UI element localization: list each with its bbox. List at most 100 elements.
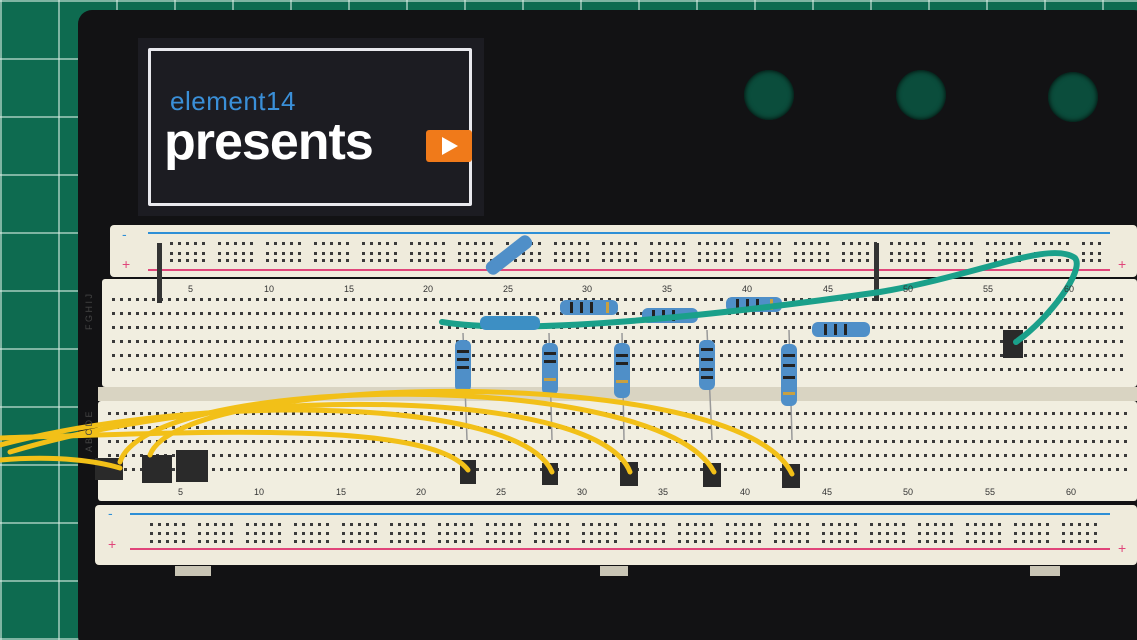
board-hole xyxy=(392,368,395,371)
board-hole xyxy=(140,426,143,429)
board-hole xyxy=(236,468,239,471)
board-hole xyxy=(556,412,559,415)
board-hole xyxy=(836,454,839,457)
board-hole xyxy=(730,252,733,255)
board-hole xyxy=(384,326,387,329)
board-hole xyxy=(166,532,169,535)
board-hole xyxy=(1060,426,1063,429)
board-hole xyxy=(476,412,479,415)
board-hole xyxy=(964,440,967,443)
board-hole xyxy=(684,454,687,457)
board-hole xyxy=(1068,468,1071,471)
board-hole xyxy=(372,426,375,429)
board-hole xyxy=(820,468,823,471)
board-hole xyxy=(948,426,951,429)
board-hole xyxy=(1060,412,1063,415)
board-hole xyxy=(248,354,251,357)
board-hole xyxy=(236,426,239,429)
board-hole xyxy=(386,242,389,245)
board-hole xyxy=(222,523,225,526)
board-hole xyxy=(224,368,227,371)
board-hole xyxy=(178,242,181,245)
board-hole xyxy=(206,540,209,543)
board-hole xyxy=(160,340,163,343)
board-hole xyxy=(726,532,729,535)
board-hole xyxy=(846,523,849,526)
mounting-hole xyxy=(744,70,794,120)
board-hole xyxy=(952,326,955,329)
board-hole xyxy=(840,368,843,371)
board-hole xyxy=(956,440,959,443)
board-hole xyxy=(626,252,629,255)
board-hole xyxy=(774,532,777,535)
board-hole xyxy=(876,412,879,415)
board-hole xyxy=(136,340,139,343)
board-hole xyxy=(410,259,413,262)
board-hole xyxy=(250,242,253,245)
header-pin xyxy=(703,463,721,487)
board-hole xyxy=(650,242,653,245)
board-hole xyxy=(590,523,593,526)
board-hole xyxy=(1078,523,1081,526)
board-hole xyxy=(760,312,763,315)
board-hole xyxy=(284,440,287,443)
board-hole xyxy=(330,259,333,262)
board-hole xyxy=(414,523,417,526)
board-hole xyxy=(694,523,697,526)
board-hole xyxy=(284,454,287,457)
board-hole xyxy=(520,340,523,343)
board-hole xyxy=(702,523,705,526)
board-hole xyxy=(168,312,171,315)
board-hole xyxy=(336,312,339,315)
board-hole xyxy=(144,298,147,301)
board-hole xyxy=(1116,440,1119,443)
board-hole xyxy=(598,532,601,535)
board-hole xyxy=(510,532,513,535)
board-hole xyxy=(836,468,839,471)
board-hole xyxy=(434,242,437,245)
board-hole xyxy=(294,532,297,535)
board-hole xyxy=(756,454,759,457)
board-hole xyxy=(284,468,287,471)
board-hole xyxy=(394,252,397,255)
board-hole xyxy=(136,298,139,301)
board-hole xyxy=(296,298,299,301)
board-hole xyxy=(432,298,435,301)
board-hole xyxy=(996,426,999,429)
board-hole xyxy=(612,468,615,471)
board-hole xyxy=(1094,523,1097,526)
board-hole xyxy=(884,454,887,457)
board-hole xyxy=(332,440,335,443)
board-hole xyxy=(1024,368,1027,371)
board-hole xyxy=(920,298,923,301)
board-hole xyxy=(160,312,163,315)
board-hole xyxy=(640,312,643,315)
board-hole xyxy=(808,354,811,357)
board-hole xyxy=(268,468,271,471)
board-hole xyxy=(406,532,409,535)
board-hole xyxy=(734,523,737,526)
board-hole xyxy=(480,368,483,371)
board-hole xyxy=(136,312,139,315)
board-hole xyxy=(844,440,847,443)
board-hole xyxy=(1076,426,1079,429)
board-hole xyxy=(908,412,911,415)
board-hole xyxy=(116,454,119,457)
board-hole xyxy=(372,468,375,471)
board-hole xyxy=(960,326,963,329)
board-hole xyxy=(252,412,255,415)
board-hole xyxy=(888,326,891,329)
board-hole xyxy=(260,426,263,429)
board-hole xyxy=(290,259,293,262)
board-hole xyxy=(1070,523,1073,526)
board-hole xyxy=(896,368,899,371)
board-hole xyxy=(944,368,947,371)
board-hole xyxy=(744,312,747,315)
board-hole xyxy=(528,340,531,343)
board-hole xyxy=(492,440,495,443)
board-hole xyxy=(638,540,641,543)
board-hole xyxy=(858,259,861,262)
board-hole xyxy=(876,468,879,471)
board-hole xyxy=(550,523,553,526)
board-hole xyxy=(884,426,887,429)
